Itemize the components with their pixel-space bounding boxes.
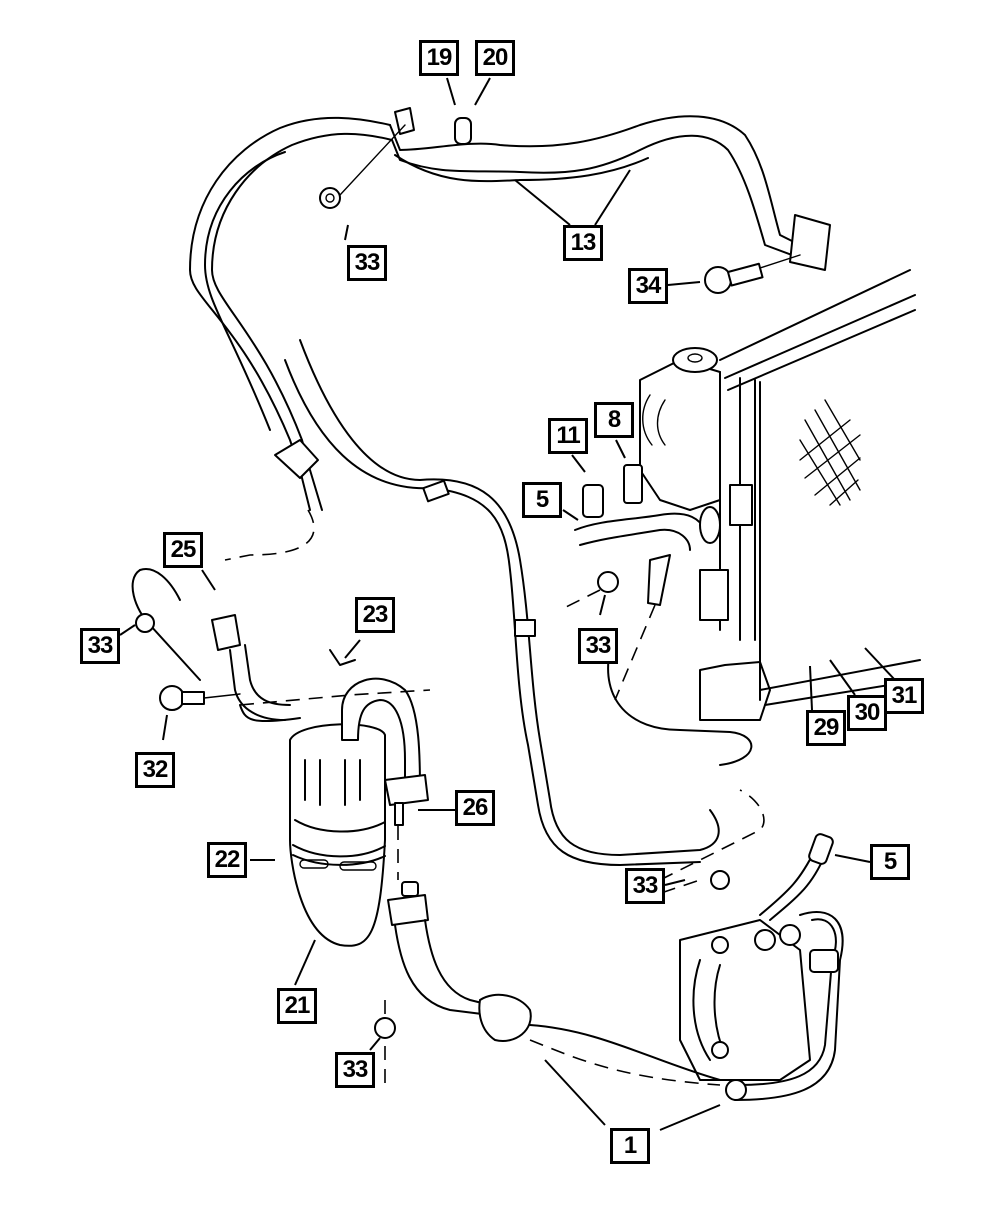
callout-20[interactable]: 20 xyxy=(475,40,515,76)
bolt-34 xyxy=(704,254,801,294)
callout-25[interactable]: 25 xyxy=(163,532,203,568)
callout-26[interactable]: 26 xyxy=(455,790,495,826)
compressor xyxy=(639,789,844,1101)
callout-11[interactable]: 11 xyxy=(548,418,588,454)
condenser xyxy=(607,269,921,766)
suction-line-hose xyxy=(189,115,831,866)
callout-34[interactable]: 34 xyxy=(628,268,668,304)
callout-33-top[interactable]: 33 xyxy=(347,245,387,281)
callout-29[interactable]: 29 xyxy=(806,710,846,746)
callout-30[interactable]: 30 xyxy=(847,695,887,731)
callout-5-upper[interactable]: 5 xyxy=(522,482,562,518)
callout-32[interactable]: 32 xyxy=(135,752,175,788)
callout-21[interactable]: 21 xyxy=(277,988,317,1024)
callout-33-condenser[interactable]: 33 xyxy=(578,628,618,664)
oring-25-nut-33-left xyxy=(131,509,315,721)
condenser-fittings xyxy=(559,464,721,701)
callout-8[interactable]: 8 xyxy=(594,402,634,438)
callout-19[interactable]: 19 xyxy=(419,40,459,76)
callout-22[interactable]: 22 xyxy=(207,842,247,878)
callout-33-bottom[interactable]: 33 xyxy=(335,1052,375,1088)
cap-19-20 xyxy=(339,107,472,196)
callout-1[interactable]: 1 xyxy=(610,1128,650,1164)
callout-13[interactable]: 13 xyxy=(563,225,603,261)
callout-33-left[interactable]: 33 xyxy=(80,628,120,664)
liquid-line-lower xyxy=(374,826,721,1090)
callout-5-lower[interactable]: 5 xyxy=(870,844,910,880)
nut-33-top xyxy=(319,187,341,209)
callout-31[interactable]: 31 xyxy=(884,678,924,714)
callout-33-right[interactable]: 33 xyxy=(625,868,665,904)
callout-23[interactable]: 23 xyxy=(355,597,395,633)
bracket-and-bolt xyxy=(159,649,431,723)
receiver-drier xyxy=(289,677,429,947)
leader-lines xyxy=(119,77,896,1131)
